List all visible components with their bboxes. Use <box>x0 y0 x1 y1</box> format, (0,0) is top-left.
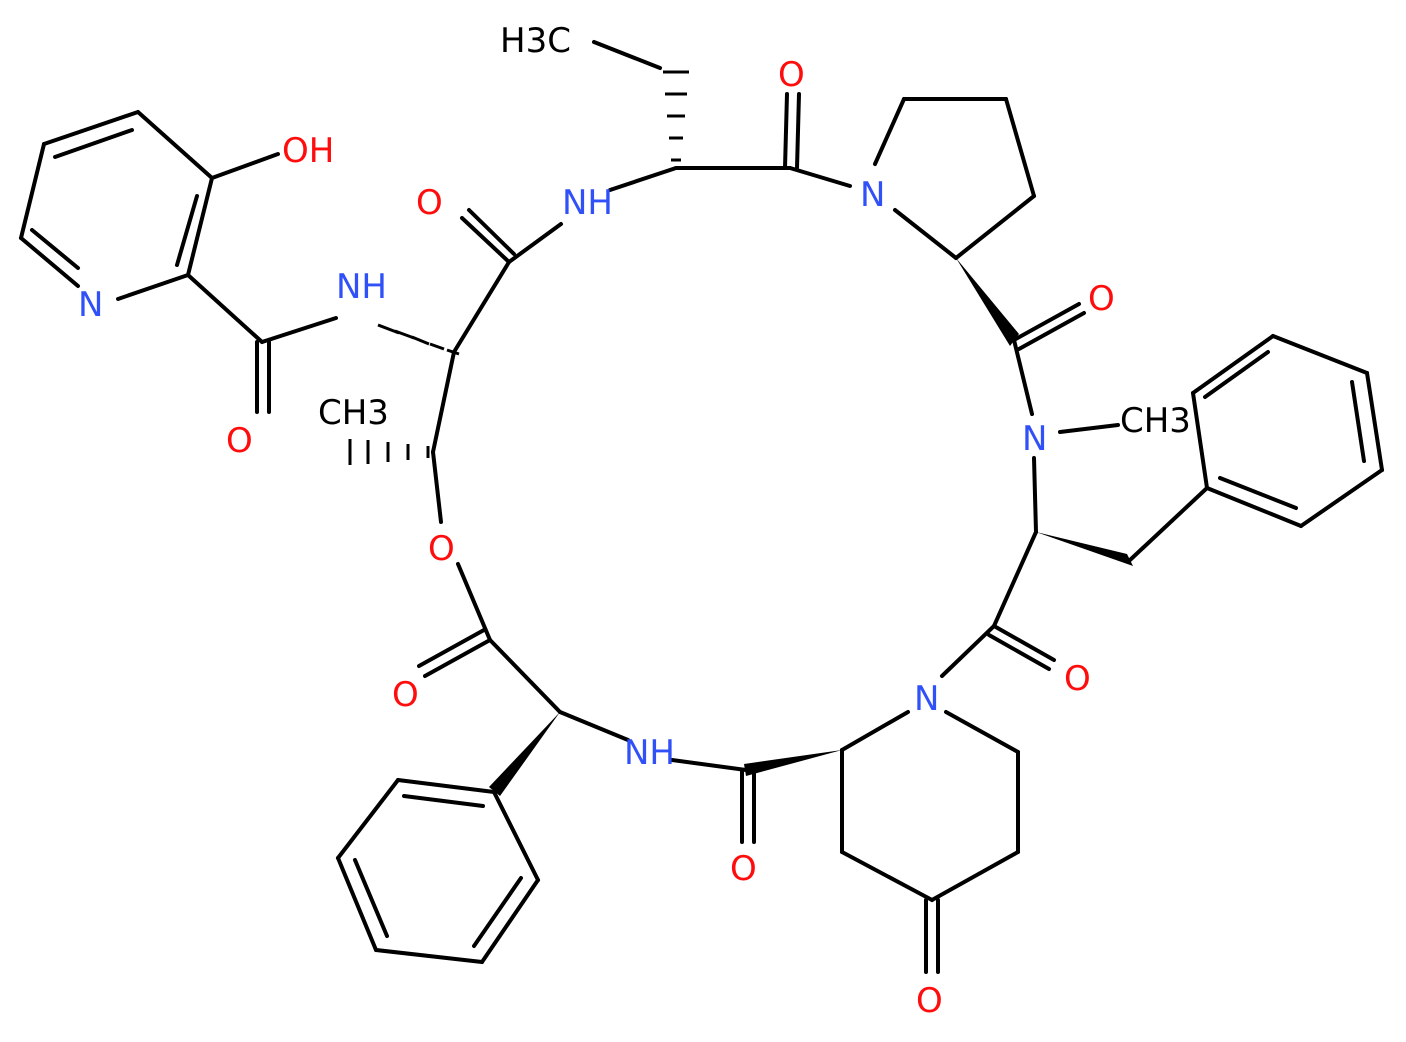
bond <box>53 128 134 159</box>
bond <box>992 530 1038 628</box>
wedge-bond <box>956 258 1019 346</box>
bond <box>186 273 264 344</box>
bond <box>1203 350 1270 399</box>
n-proline-label: N <box>860 175 885 215</box>
bond <box>30 228 80 270</box>
o-bottom-amide-label: O <box>730 849 757 889</box>
bond <box>670 758 748 772</box>
bond <box>396 778 496 794</box>
nh-bottom-label: NH <box>624 733 675 773</box>
bond <box>893 208 958 260</box>
wedge-bond <box>744 750 842 776</box>
n-piperidine-label: N <box>914 679 939 719</box>
bond <box>954 194 1036 260</box>
nh-amide-label: NH <box>336 267 387 307</box>
atom-labels: OH N NH O CH3 O NH H3C O N O N CH3 O O N… <box>78 21 1191 1021</box>
bond <box>1128 486 1209 562</box>
bond <box>336 778 400 860</box>
bond <box>260 316 338 344</box>
bond <box>417 628 486 668</box>
bond <box>480 878 540 964</box>
bond <box>336 856 378 952</box>
o-top-center-label: O <box>778 55 805 95</box>
bond <box>353 858 389 938</box>
bond <box>795 92 801 170</box>
bond <box>431 350 456 454</box>
bond <box>186 176 214 277</box>
bond <box>940 624 996 678</box>
bond <box>592 40 662 70</box>
bond <box>987 633 1051 671</box>
bond <box>1012 338 1034 416</box>
ch3-threonine-label: CH3 <box>318 393 389 433</box>
bond <box>19 236 80 288</box>
wedge-bond <box>489 712 560 796</box>
bond <box>374 948 484 964</box>
bond <box>783 92 789 170</box>
hashed-bond <box>377 323 460 356</box>
bond <box>992 624 1056 662</box>
bond <box>1058 423 1120 434</box>
wedge-bond <box>1036 532 1133 566</box>
stereo-layer <box>348 70 1133 796</box>
bond <box>1271 334 1369 375</box>
bond <box>608 166 678 192</box>
bond <box>1299 468 1384 528</box>
n-pyridine-label: N <box>78 285 103 325</box>
nh-top-label: NH <box>562 183 613 223</box>
bond <box>944 710 1020 754</box>
bond-layer <box>19 40 1384 974</box>
bond <box>19 142 46 240</box>
bond <box>1218 476 1298 510</box>
bond <box>116 273 190 301</box>
bond <box>452 260 511 354</box>
bond <box>467 208 516 256</box>
bond <box>402 794 485 808</box>
ch3-nmethyl-label: CH3 <box>1120 401 1191 441</box>
bond <box>873 97 906 166</box>
bond <box>1350 380 1366 463</box>
bond <box>492 790 540 882</box>
ch3-ethyl-label: H3C <box>500 21 571 61</box>
bond <box>472 876 523 948</box>
bond <box>1004 97 1036 198</box>
bond <box>507 222 563 264</box>
o-ester-label: O <box>428 529 455 569</box>
o-phe-carbonyl-label: O <box>1064 659 1091 699</box>
hashed-bond <box>663 70 689 162</box>
bond <box>210 152 280 180</box>
bond <box>840 850 934 902</box>
bond <box>431 450 443 524</box>
o-ester-carbonyl-label: O <box>392 675 419 715</box>
bond <box>488 638 562 714</box>
bond <box>136 110 214 180</box>
bond <box>1205 486 1303 528</box>
bond <box>460 216 511 264</box>
bond <box>1012 302 1081 342</box>
bond <box>1032 456 1038 534</box>
bond <box>558 710 630 742</box>
o-top-left-label: O <box>416 183 443 223</box>
bond <box>1191 391 1209 490</box>
bond <box>1191 334 1275 395</box>
bond <box>840 710 910 752</box>
oh-label: OH <box>282 131 334 171</box>
o-ketone-label: O <box>916 981 943 1021</box>
bond <box>456 562 492 642</box>
o-proline-label: O <box>1088 279 1115 319</box>
bond <box>788 166 852 188</box>
bond <box>1017 311 1086 351</box>
bond <box>930 850 1020 902</box>
o-amide-label: O <box>226 421 253 461</box>
bond <box>1365 371 1384 472</box>
hashed-bond <box>348 439 430 465</box>
n-methyl-label: N <box>1022 419 1047 459</box>
bond <box>175 194 199 267</box>
bond <box>42 110 140 146</box>
bond <box>423 638 492 678</box>
